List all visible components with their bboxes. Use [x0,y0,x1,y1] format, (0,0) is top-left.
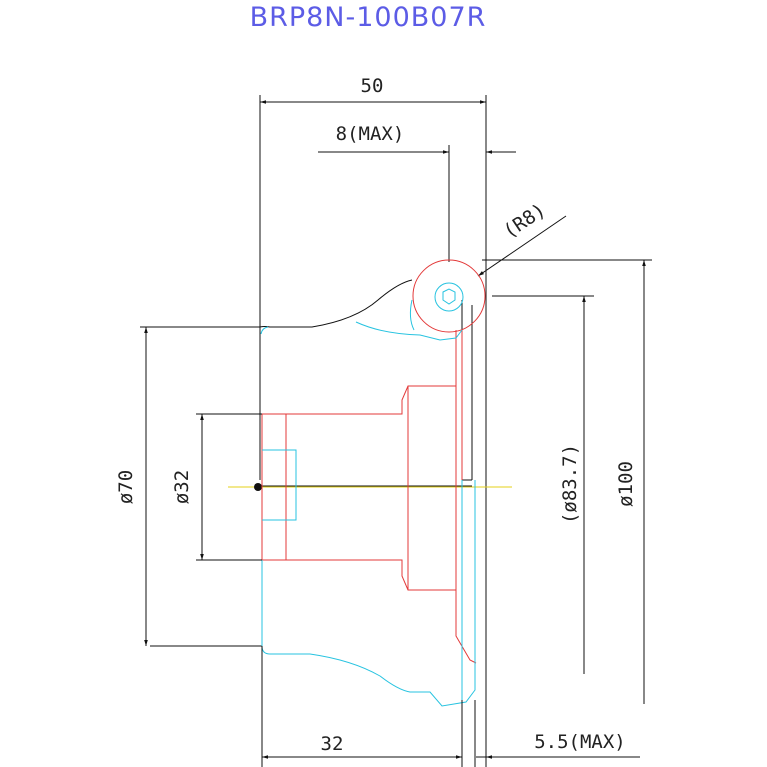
dimension-inner-diameter: (ø83.7) [492,295,594,674]
label-inner-diameter: (ø83.7) [559,444,581,524]
label-offset: 5.5(MAX) [534,731,626,753]
insert-profile [261,259,486,664]
screw-head [434,282,464,312]
dimension-offset: 5.5(MAX) [474,700,640,767]
drawing-title: BRP8N-100B07R [250,2,487,33]
label-outer-diameter: ø100 [615,461,637,507]
label-corner-radius: (R8) [500,199,550,243]
center-point [254,483,262,491]
dimension-width-total: 50 [259,75,487,767]
insert-circle [412,259,486,333]
cutter-body [260,282,476,707]
dimension-bore-diameter: ø32 [171,413,262,561]
dimension-corner-radius: (R8) [477,199,567,277]
centerline [228,483,512,491]
dimension-hub-diameter: ø70 [115,327,148,646]
label-width-total: 50 [361,75,384,97]
screw-socket [442,288,456,305]
dimension-body-length: 32 [261,646,463,767]
label-cut-depth: 8(MAX) [336,123,405,145]
hub-outline [140,279,473,647]
dimension-cut-depth: 8(MAX) [318,123,516,262]
label-bore-diameter: ø32 [171,470,193,504]
label-hub-diameter: ø70 [115,470,137,504]
label-body-length: 32 [321,733,344,755]
dimension-outer-diameter: ø100 [482,259,652,704]
